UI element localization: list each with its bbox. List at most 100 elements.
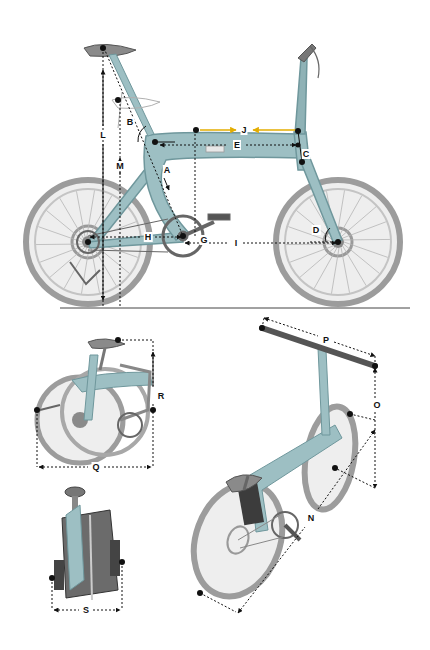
dimension-lines bbox=[104, 467, 151, 468]
ground-line bbox=[60, 308, 410, 309]
dimension-lines bbox=[103, 70, 104, 126]
measure-points bbox=[85, 45, 341, 245]
saddle bbox=[84, 44, 154, 136]
dimension-lines bbox=[334, 342, 375, 356]
perspective-bike bbox=[244, 476, 248, 490]
measure-points bbox=[372, 363, 378, 369]
measure-points bbox=[295, 128, 301, 134]
dimension-lines bbox=[103, 144, 104, 300]
drivetrain bbox=[88, 219, 168, 252]
measure-points bbox=[332, 465, 338, 471]
dimension-letter: J bbox=[240, 125, 247, 135]
dimension-lines bbox=[350, 414, 375, 420]
folded-front-view bbox=[54, 487, 120, 600]
perspective-bike bbox=[318, 348, 330, 435]
dimension-letter: H bbox=[144, 232, 153, 242]
spokes bbox=[36, 190, 390, 293]
dimension-lines bbox=[375, 368, 376, 398]
dimension-letter: L bbox=[99, 130, 107, 140]
dimension-lines bbox=[37, 340, 153, 467]
dimension-letter: B bbox=[126, 117, 135, 127]
folded-bike bbox=[120, 365, 150, 420]
dimension-lines bbox=[155, 237, 181, 238]
drivetrain bbox=[77, 231, 99, 253]
spoke bbox=[76, 191, 85, 237]
spoke bbox=[344, 244, 380, 273]
spoke bbox=[343, 246, 367, 286]
dimension-lines bbox=[93, 610, 120, 611]
spoke bbox=[288, 227, 332, 242]
handlebar bbox=[310, 46, 319, 78]
dimension-letter: I bbox=[234, 238, 239, 248]
measure-points bbox=[193, 127, 199, 133]
front-wheel bbox=[276, 180, 400, 304]
drivetrain bbox=[70, 214, 230, 284]
dimension-lines bbox=[335, 468, 375, 488]
spoke bbox=[47, 211, 83, 240]
dimension-lines bbox=[310, 242, 338, 243]
measure-points bbox=[49, 559, 125, 581]
folded-front-view bbox=[65, 487, 85, 497]
dimension-letter: Q bbox=[91, 462, 100, 472]
frame bbox=[88, 232, 183, 248]
perspective-bike bbox=[226, 475, 262, 492]
dimension-lines bbox=[375, 412, 376, 488]
drivetrain bbox=[163, 216, 203, 256]
spoke bbox=[343, 222, 386, 238]
spoke bbox=[36, 244, 82, 245]
dimension-lines bbox=[90, 237, 141, 238]
saddle bbox=[109, 54, 154, 136]
measure-points bbox=[347, 411, 353, 417]
dimension-letter: E bbox=[233, 140, 241, 150]
dimension-lines bbox=[264, 318, 318, 336]
dimension-lines bbox=[160, 145, 228, 146]
dimension-lines bbox=[90, 48, 338, 308]
measure-points bbox=[180, 233, 186, 239]
perspective-bike bbox=[179, 471, 298, 609]
dimension-lines bbox=[164, 178, 169, 190]
dimension-lines bbox=[318, 430, 375, 509]
measure-points bbox=[100, 45, 106, 51]
measure-points bbox=[296, 143, 301, 148]
perspective-bike bbox=[262, 328, 375, 366]
spoke bbox=[81, 248, 89, 294]
dimension-lines bbox=[103, 48, 104, 308]
spoke bbox=[60, 198, 84, 238]
spoke bbox=[87, 190, 95, 236]
measure-points bbox=[34, 337, 156, 413]
dimension-lines bbox=[246, 145, 296, 146]
folded-front-view bbox=[66, 505, 84, 590]
dimension-lines bbox=[37, 410, 38, 467]
dimension-letter: O bbox=[372, 400, 381, 410]
measure-points bbox=[85, 239, 91, 245]
dimension-letter: P bbox=[322, 335, 330, 345]
spoke bbox=[94, 244, 130, 273]
perspective-bike bbox=[179, 328, 375, 609]
spoke bbox=[286, 244, 332, 245]
dimension-lines bbox=[243, 243, 336, 244]
dimension-letter: N bbox=[307, 513, 316, 523]
measure-points bbox=[259, 325, 265, 331]
spoke bbox=[331, 248, 339, 294]
dimension-lines bbox=[120, 100, 121, 308]
dimension-lines bbox=[200, 318, 375, 613]
spoke bbox=[290, 246, 333, 262]
folded-bike bbox=[40, 405, 60, 410]
folded-bike bbox=[100, 348, 105, 370]
drivetrain bbox=[70, 262, 100, 284]
front-wheel bbox=[276, 180, 400, 304]
dimension-letter: D bbox=[312, 225, 321, 235]
measure-points bbox=[115, 97, 121, 103]
drivetrain bbox=[208, 214, 230, 220]
spoke bbox=[314, 248, 337, 288]
dimension-letter: R bbox=[157, 391, 166, 401]
dimension-lines bbox=[200, 593, 236, 612]
folded-bike bbox=[72, 372, 152, 392]
folded-bike bbox=[84, 355, 98, 420]
measure-points bbox=[115, 337, 121, 343]
dimension-lines bbox=[153, 404, 154, 467]
dimension-lines bbox=[52, 578, 53, 610]
frame bbox=[295, 58, 307, 134]
drivetrain bbox=[183, 222, 214, 236]
